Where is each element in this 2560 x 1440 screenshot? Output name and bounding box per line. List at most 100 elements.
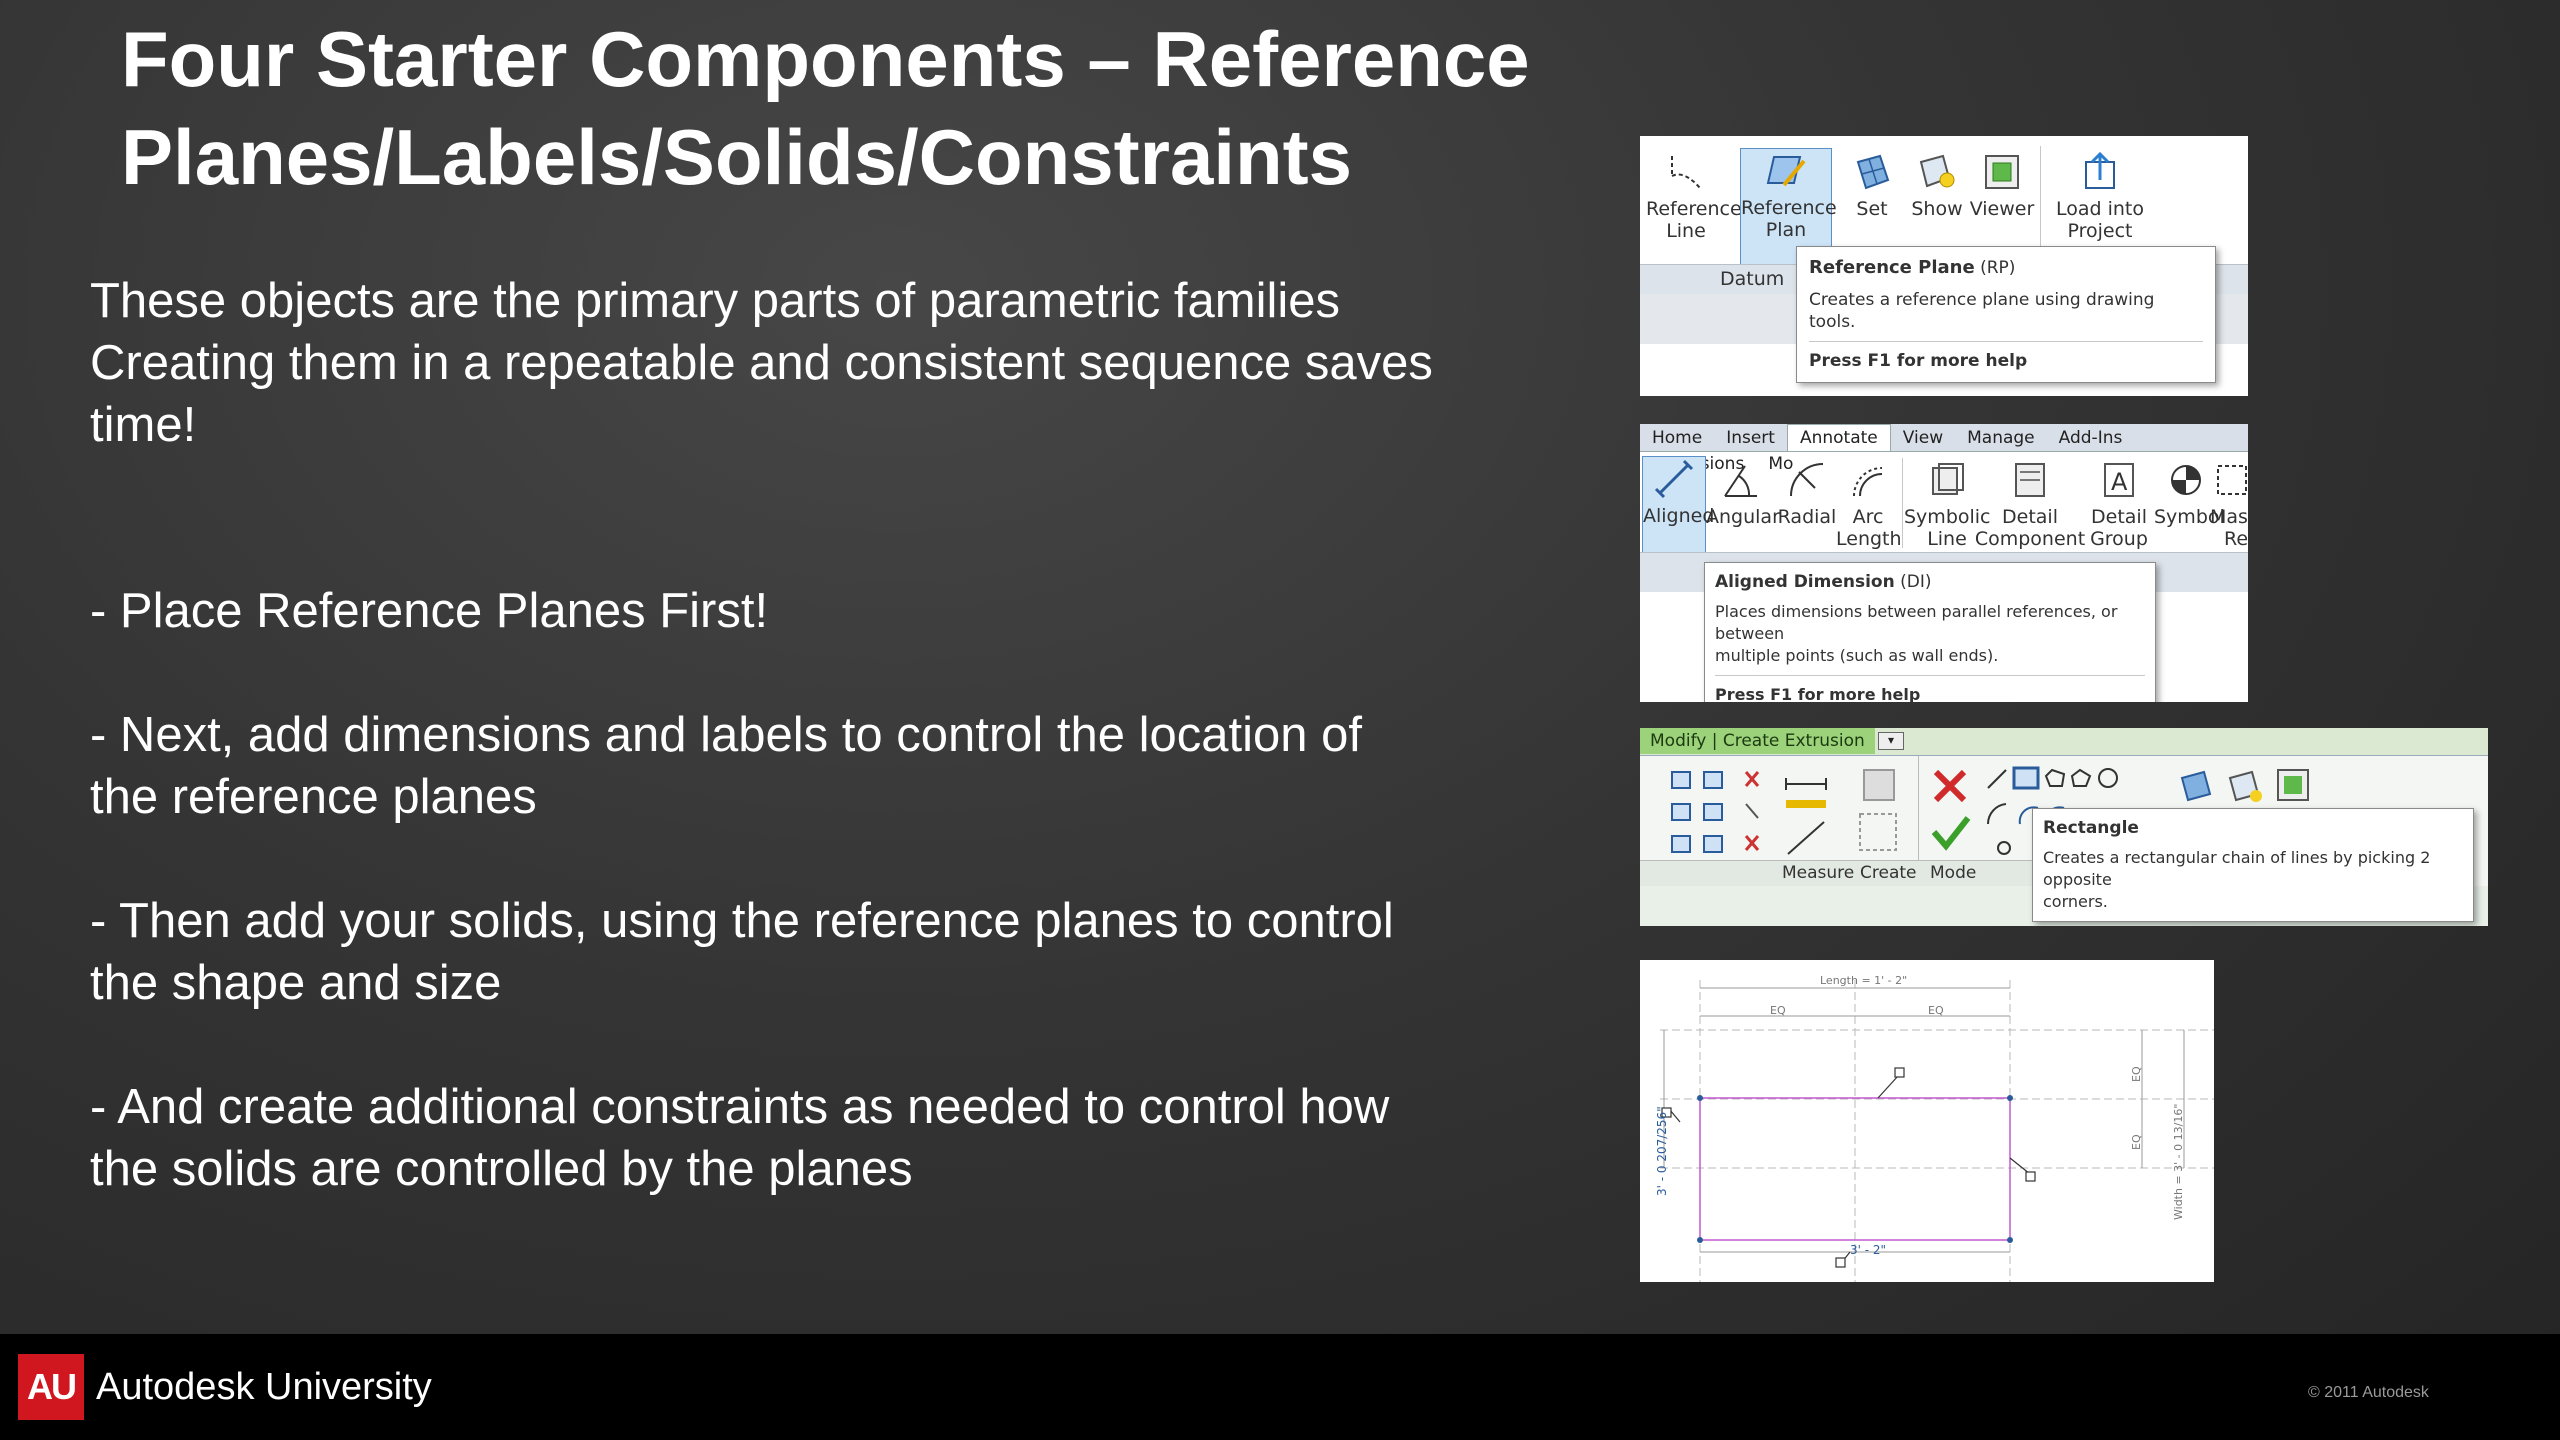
symbol-button[interactable]: Symbol [2154,458,2225,528]
tab-view[interactable]: View [1902,428,1944,448]
angular-button[interactable]: Angular [1706,458,1780,528]
aligned-dimension-icon [1654,459,1694,499]
intro-line-1: These objects are the primary parts of p… [90,274,1340,328]
detail-component-icon [2015,463,2045,497]
mode-icons [1931,769,1971,851]
tab-insert[interactable]: Insert [1726,428,1775,448]
workplane-icons [2180,769,2309,802]
width-dimension-label: Width = 3' - 0 13/16" [2172,1104,2185,1220]
step-3-line-1: - Then add your solids, using the refere… [90,894,1394,948]
radial-button[interactable]: Radial [1776,458,1838,528]
masking-region-icon [2217,465,2247,495]
ribbon-divider [1918,756,1919,886]
viewer-icon [1985,155,2019,189]
step-3-line-2: the shape and size [90,956,502,1010]
tooltip-description-1: Creates a rectangular chain of lines by … [2043,848,2431,889]
context-tab-modify-create-extrusion[interactable]: Modify | Create Extrusion [1640,728,1875,754]
tab-manage[interactable]: Manage [1967,428,2035,448]
autodesk-university-logo: AU [18,1354,84,1420]
aligned-button[interactable]: Aligned [1642,456,1714,556]
eq-label-right-top: EQ [2130,1066,2143,1082]
tooltip-title: Reference Plane [1809,257,1975,278]
tab-add-ins[interactable]: Add-Ins [2058,428,2123,448]
tab-home[interactable]: Home [1652,428,1703,448]
tooltip-description-2: multiple points (such as wall ends). [1715,646,1999,665]
reference-plane-button[interactable]: Reference Plan [1740,148,1837,268]
eq-label-right-bottom: EQ [2130,1134,2143,1150]
copyright: © 2011 Autodesk [2308,1384,2429,1401]
load-into-project-icon [2085,151,2115,189]
symbol-icon [2171,465,2201,495]
symbolic-line-button[interactable]: Symbolic Line [1904,458,1991,550]
workplane-grid-icon [1856,154,1890,190]
screenshot-reference-plane: Reference Line Reference Plan Set Show V… [1640,136,2248,396]
load-into-project-button[interactable]: Load into Project [2050,150,2150,242]
step-4-line-2: the solids are controlled by the planes [90,1142,913,1196]
aligned-dimension-tooltip: Aligned Dimension (DI) Places dimensions… [1704,562,2156,702]
tooltip-help: Press F1 for more help [1809,351,2028,371]
footer-bar: AU Autodesk University © 2011 Autodesk [0,1334,2560,1440]
modify-tools-icons [1671,771,1760,853]
context-tab-bar: Modify | Create Extrusion ▾ [1640,728,2488,756]
radial-dimension-icon [1790,463,1824,497]
draw-tools-icons [1986,766,2118,855]
step-2-line-2: the reference planes [90,770,537,824]
tooltip-description: Creates a reference plane using drawing … [1809,290,2155,332]
eq-label-top-left: EQ [1770,1004,1786,1017]
length-dimension-label: Length = 1' - 2" [1820,974,1907,987]
mode-panel-label: Mode [1930,863,1977,883]
viewer-button[interactable]: Viewer [1968,150,2036,220]
symbolic-line-icon [1932,463,1964,495]
screenshot-extrusion-sketch: Length = 1' - 2" EQ EQ EQ EQ Width = 3' … [1640,960,2214,1282]
detail-group-button[interactable]: A Detail Group [2082,458,2156,550]
measure-panel-label: Measure [1782,863,1855,883]
left-dimension-label: 3' - 0 207/256" [1655,1106,1669,1196]
measure-icon [1785,778,1827,855]
create-panel-label: Create [1860,863,1917,883]
tooltip-title: Rectangle [2043,818,2139,838]
slide-body: These objects are the primary parts of p… [90,270,1550,1200]
angular-dimension-icon [1724,465,1757,497]
detail-component-button[interactable]: Detail Component [1974,458,2086,550]
reference-line-icon [1671,156,1701,189]
masking-region-button[interactable]: Mask Reg [2210,458,2248,550]
step-1: - Place Reference Planes First! [90,584,769,638]
title-line-2: Planes/Labels/Solids/Constraints [121,113,1353,201]
ribbon-divider [1902,458,1903,548]
bottom-dimension-label: 3' - 2" [1850,1243,1886,1257]
tab-annotate[interactable]: Annotate [1786,424,1891,451]
tooltip-help: Press F1 for more help [1715,685,1921,702]
screenshot-create-extrusion: Modify | Create Extrusion ▾ [1640,728,2488,926]
tooltip-description-1: Places dimensions between parallel refer… [1715,602,2118,643]
tooltip-title: Aligned Dimension [1715,572,1895,592]
brand-name: Autodesk University [96,1366,432,1408]
screenshot-aligned-dimension: HomeInsertAnnotateViewManageAdd-InsExten… [1640,424,2248,702]
sketch-drawing: Length = 1' - 2" EQ EQ EQ EQ Width = 3' … [1655,974,2214,1282]
step-4-line-1: - And create additional constraints as n… [90,1080,1390,1134]
tab-more[interactable]: Mo [1768,454,1794,474]
create-icon [1859,769,1897,851]
ribbon-divider [2040,146,2041,246]
svg-text:A: A [2111,468,2128,496]
arc-length-icon [1853,467,1883,497]
ribbon-minimize-icon[interactable]: ▾ [1878,732,1904,750]
tooltip-shortcut: (RP) [1980,258,2016,278]
reference-plane-icon [1766,156,1806,187]
set-button[interactable]: Set [1842,150,1902,220]
datum-panel-label: Datum [1720,268,1785,290]
reference-plane-tooltip: Reference Plane (RP) Creates a reference… [1796,246,2216,383]
slide-title: Four Starter Components – Reference Plan… [121,10,1621,206]
arc-length-button[interactable]: Arc Length [1836,458,1902,550]
reference-line-button[interactable]: Reference Line [1646,150,1742,242]
tooltip-description-2: corners. [2043,892,2108,911]
show-button[interactable]: Show [1906,150,1968,220]
rectangle-tooltip: Rectangle Creates a rectangular chain of… [2032,808,2474,922]
ribbon-tab-bar: HomeInsertAnnotateViewManageAdd-InsExten… [1640,424,2248,474]
intro-line-3: time! [90,398,197,452]
step-2-line-1: - Next, add dimensions and labels to con… [90,708,1363,762]
detail-group-icon: A [2104,463,2134,497]
eq-label-top-right: EQ [1928,1004,1944,1017]
intro-line-2: Creating them in a repeatable and consis… [90,336,1433,390]
tooltip-shortcut: (DI) [1900,572,1932,592]
show-grid-icon [1919,154,1955,188]
